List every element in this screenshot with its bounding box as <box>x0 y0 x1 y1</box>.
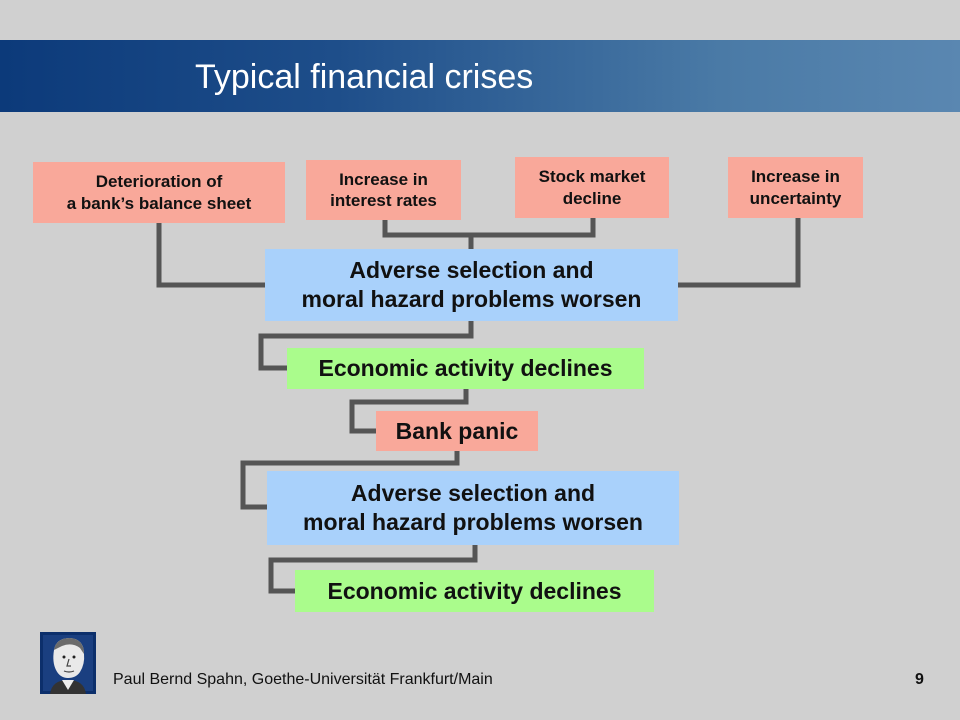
slide-title: Typical financial crises <box>195 58 534 96</box>
cause-label: Stock market decline <box>538 167 646 208</box>
step-label: Economic activity declines <box>327 577 622 604</box>
cause-box-uncertainty: Increase in uncertainty <box>728 157 863 218</box>
connector-adverse-economic-1 <box>258 321 474 371</box>
step-label: Adverse selection and moral hazard probl… <box>301 257 642 312</box>
connector-interest-rates <box>382 218 596 238</box>
cause-box-balance-sheet: Deterioration of a bank’s balance sheet <box>33 162 285 223</box>
adverse-selection-box-1: Adverse selection and moral hazard probl… <box>265 249 678 321</box>
step-label: Adverse selection and moral hazard probl… <box>303 480 643 535</box>
economic-activity-box-1: Economic activity declines <box>287 348 644 389</box>
cause-label: Deterioration of a bank’s balance sheet <box>66 172 252 213</box>
goethe-portrait-logo <box>40 632 96 694</box>
cause-label: Increase in interest rates <box>330 169 437 210</box>
adverse-selection-box-2: Adverse selection and moral hazard probl… <box>267 471 679 545</box>
cause-label: Increase in uncertainty <box>749 167 842 208</box>
connector-bank-panic-adverse <box>240 451 460 510</box>
step-label: Bank panic <box>395 417 519 444</box>
cause-box-stock-market: Stock market decline <box>515 157 669 218</box>
connector-balance-sheet <box>156 223 265 288</box>
economic-activity-box-2: Economic activity declines <box>295 570 654 612</box>
connector-economic-bank-panic <box>349 389 469 434</box>
connector-uncertainty <box>678 218 801 288</box>
page-number: 9 <box>915 671 924 688</box>
footer-credit: Paul Bernd Spahn, Goethe-Universität Fra… <box>113 671 493 688</box>
title-bar <box>0 40 960 112</box>
connector-adverse-economic-2 <box>268 545 478 594</box>
step-label: Economic activity declines <box>318 355 613 382</box>
cause-box-interest-rates: Increase in interest rates <box>306 160 461 220</box>
bank-panic-box: Bank panic <box>376 411 538 451</box>
